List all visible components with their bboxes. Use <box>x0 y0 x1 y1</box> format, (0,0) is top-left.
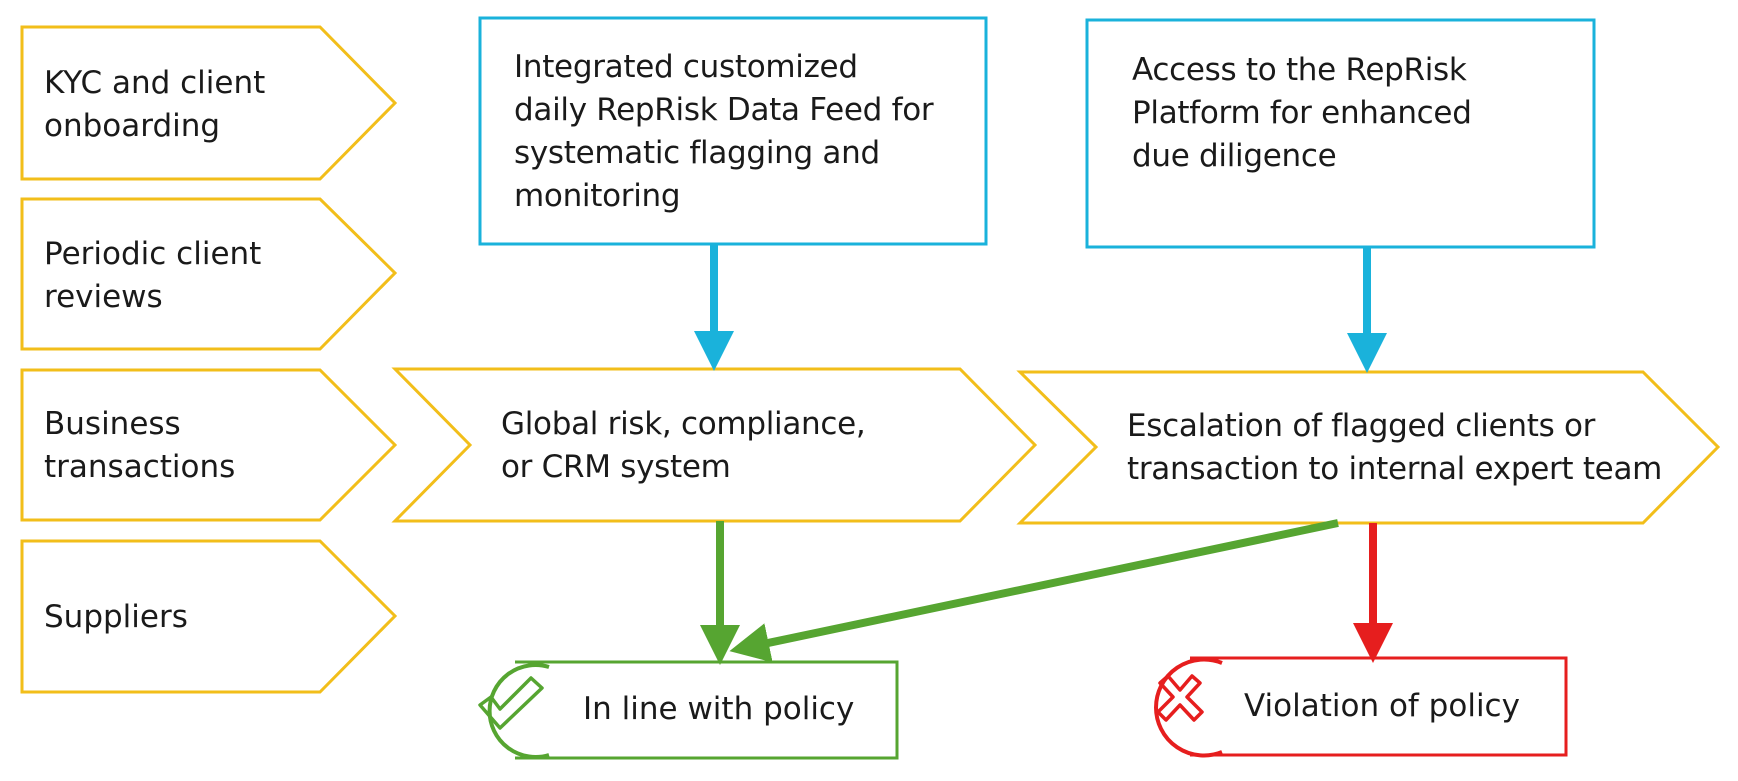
input-suppliers-label: Suppliers <box>44 599 188 635</box>
platform-label: Access to the RepRisk Platform for enhan… <box>1132 52 1472 174</box>
inline-outcome-label: In line with policy <box>583 691 855 727</box>
violation-outcome-box <box>1190 656 1568 757</box>
system-label: Global risk, compliance, or CRM system <box>501 406 866 485</box>
escalation-chevron-shape <box>1016 370 1721 525</box>
input-periodic-shape <box>20 197 398 351</box>
x-circle-icon <box>1154 657 1223 758</box>
data-feed-label: Integrated customized daily RepRisk Data… <box>514 49 934 214</box>
escalation-label: Escalation of flagged clients or transac… <box>1127 408 1663 487</box>
input-suppliers-shape <box>20 539 398 694</box>
violation-outcome-label: Violation of policy <box>1244 688 1520 724</box>
input-periodic-label: Periodic client reviews <box>44 236 262 315</box>
input-business-shape <box>20 368 398 522</box>
platform-box <box>1085 18 1596 249</box>
escalation-to-inline-arrow <box>729 519 1339 663</box>
inline-outcome-box <box>515 660 899 760</box>
input-business-label: Business transactions <box>44 406 236 485</box>
data-feed-box <box>478 16 988 246</box>
system-chevron-shape <box>391 367 1038 523</box>
check-circle-icon <box>478 663 550 759</box>
input-kyc-shape <box>20 25 398 181</box>
input-kyc-label: KYC and client onboarding <box>44 65 266 144</box>
